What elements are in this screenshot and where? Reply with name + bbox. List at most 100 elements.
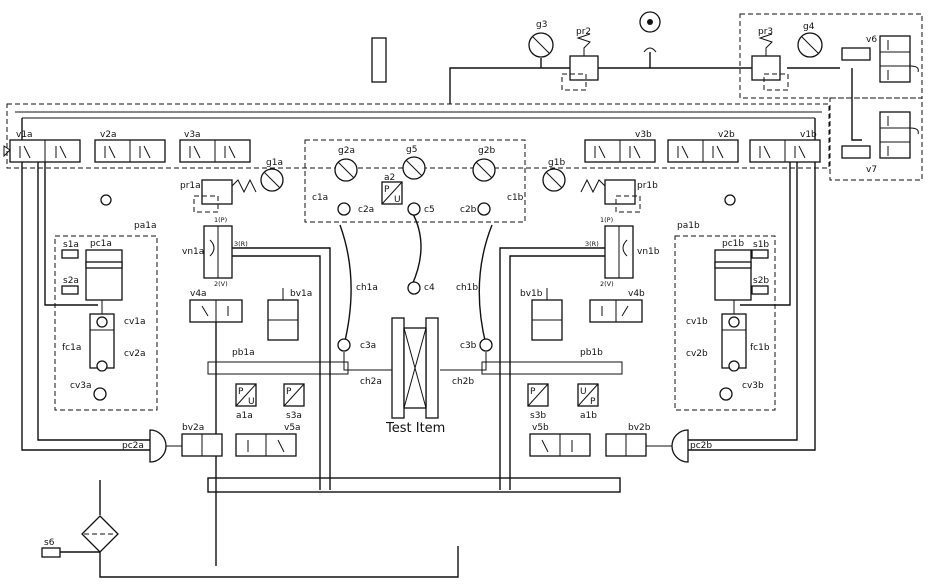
cylinder-fc1a (89, 300, 115, 369)
valve-bv2b (605, 433, 647, 457)
label-vn1b-port2: 2(V) (600, 280, 614, 288)
valve-v3a (179, 139, 251, 163)
gauge-g4 (797, 32, 823, 58)
label-pb1a: pb1a (232, 348, 255, 358)
pb1b-bar (481, 361, 623, 375)
valve-v2b (667, 139, 739, 163)
label-a1a: a1a (236, 411, 253, 421)
ch1b-line (478, 224, 493, 346)
label-v3b: v3b (635, 130, 652, 140)
a1a-letter-p: P (238, 387, 244, 397)
a2-letter-p: P (384, 185, 390, 195)
block-vn1b (604, 225, 634, 279)
label-pa1b: pa1b (677, 221, 700, 231)
label-cv2b: cv2b (686, 349, 708, 359)
label-v2a: v2a (100, 130, 117, 140)
s3b-letter-p: P (530, 387, 536, 397)
a2-letter-u: U (394, 195, 401, 205)
label-v5a: v5a (284, 423, 301, 433)
label-pc2b: pc2b (690, 441, 712, 451)
label-bv1a: bv1a (290, 289, 312, 299)
gauge-g5 (402, 156, 426, 180)
cylinder-fc1b (721, 300, 747, 369)
label-v3a: v3a (184, 130, 201, 140)
label-c2a: c2a (358, 205, 374, 215)
label-g4: g4 (803, 22, 815, 32)
label-s2b: s2b (753, 276, 769, 286)
test-item-label: Test Item (385, 421, 445, 436)
label-v1b: v1b (800, 130, 817, 140)
label-pr3: pr3 (758, 27, 773, 37)
label-pr1a: pr1a (180, 181, 201, 191)
label-bv2b: bv2b (628, 423, 651, 433)
label-g3: g3 (536, 20, 547, 30)
label-fc1a: fc1a (62, 343, 81, 353)
label-vn1b-port1: 1(P) (600, 216, 613, 224)
left-actuator-enclosure (54, 235, 158, 411)
label-s3a: s3a (286, 411, 302, 421)
right-trunk-1 (688, 118, 816, 451)
supply-coupling (643, 47, 657, 53)
gauge-g3 (528, 32, 554, 58)
a1b-letter-u: U (580, 387, 587, 397)
v6-v7-link (851, 68, 862, 141)
label-g5: g5 (406, 145, 417, 155)
label-c5: c5 (424, 205, 435, 215)
label-c4: c4 (424, 283, 435, 293)
label-vn1a-port3: 3(R) (234, 240, 248, 248)
valve-v5b (529, 433, 591, 457)
label-v4a: v4a (190, 289, 207, 299)
block-vn1a (203, 225, 233, 279)
label-g2b: g2b (478, 146, 495, 156)
label-v2b: v2b (718, 130, 735, 140)
label-v4b: v4b (628, 289, 645, 299)
label-bv2a: bv2a (182, 423, 204, 433)
a1b-letter-p: P (590, 397, 596, 407)
label-s3b: s3b (530, 411, 546, 421)
valve-bv2a (181, 433, 223, 457)
actuator-pc2a (149, 429, 167, 463)
label-vn1a-port1: 1(P) (214, 216, 227, 224)
valve-v4a (189, 299, 243, 323)
label-v6: v6 (866, 35, 877, 45)
sensor-s1b (751, 249, 769, 259)
couplings (93, 194, 740, 401)
label-s1b: s1b (753, 240, 769, 250)
v6-v7-exhausts (909, 65, 919, 135)
gauge-g1b (542, 168, 566, 192)
label-v1a: v1a (16, 130, 33, 140)
label-c1b: c1b (507, 193, 524, 203)
label-c3b: c3b (460, 341, 477, 351)
label-cv2a: cv2a (124, 349, 146, 359)
label-a2: a2 (384, 173, 395, 183)
valve-bv1b (531, 288, 563, 341)
label-pb1b: pb1b (580, 348, 603, 358)
drain-line (99, 480, 459, 578)
manifold-lines (15, 111, 822, 119)
label-g2a: g2a (338, 146, 355, 156)
left-trunk-3 (44, 160, 98, 306)
regulator-pr3 (751, 33, 789, 91)
valve-v1b (749, 139, 821, 163)
transducer-s3a (283, 383, 305, 407)
label-s2a: s2a (63, 276, 79, 286)
label-ch1a: ch1a (356, 283, 378, 293)
valve-bv1a (267, 288, 299, 341)
label-g1a: g1a (266, 158, 283, 168)
label-c2b: c2b (460, 205, 477, 215)
label-a1b: a1b (580, 411, 597, 421)
test-item-block (391, 317, 439, 419)
s3a-letter-p: P (286, 387, 292, 397)
a1a-letter-u: U (248, 397, 255, 407)
label-c1a: c1a (312, 193, 328, 203)
label-pr1b: pr1b (637, 181, 658, 191)
label-cv1a: cv1a (124, 317, 146, 327)
transducer-s3b (527, 383, 549, 407)
valve-v1a (3, 139, 81, 163)
left-trunk-2 (37, 160, 150, 441)
label-cv1b: cv1b (686, 317, 708, 327)
label-ch1b: ch1b (456, 283, 478, 293)
supply-line-top (449, 67, 752, 104)
label-cv3a: cv3a (70, 381, 92, 391)
